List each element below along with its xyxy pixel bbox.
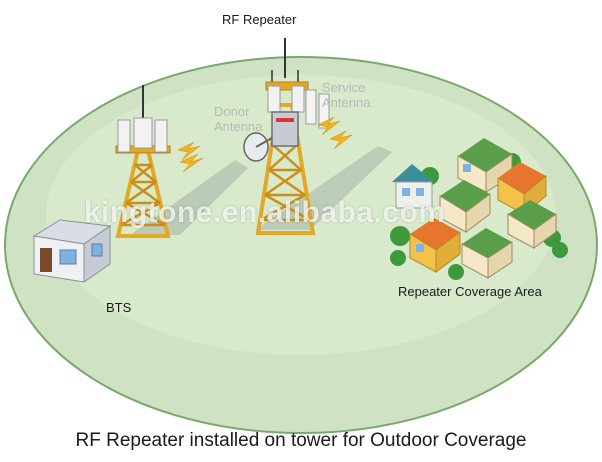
- caption: RF Repeater installed on tower for Outdo…: [75, 430, 527, 451]
- repeater-tower: [243, 38, 330, 235]
- service-antenna-label-line1: Service: [322, 80, 366, 95]
- donor-antenna-label-line1: Donor: [214, 104, 250, 119]
- watermark: kingtone.en.alibaba.com: [84, 196, 446, 229]
- bts-tower: [115, 85, 171, 238]
- houses: [390, 138, 568, 280]
- bts-building: [32, 219, 112, 283]
- repeater-unit: [271, 111, 299, 147]
- coverage-area-label: Repeater Coverage Area: [398, 284, 542, 299]
- service-antenna-label: Service Antenna: [322, 80, 370, 110]
- bts-label: BTS: [106, 300, 132, 315]
- donor-antenna-label-line2: Antenna: [214, 119, 263, 134]
- service-antenna-label-line2: Antenna: [322, 95, 371, 110]
- donor-antenna-label: Donor Antenna: [214, 104, 262, 134]
- rf-repeater-label: RF Repeater: [222, 12, 297, 27]
- signal-bolts: [177, 116, 353, 173]
